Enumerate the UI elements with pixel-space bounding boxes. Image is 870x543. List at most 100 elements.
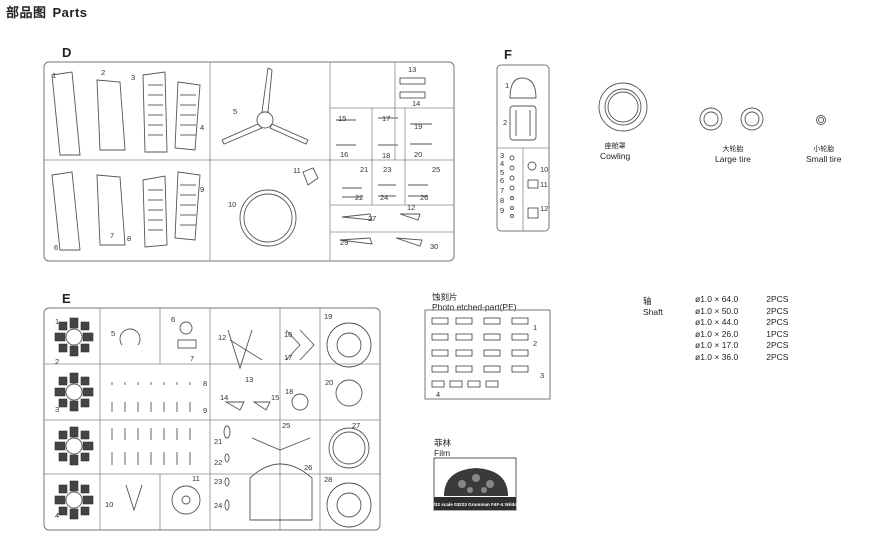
part-number-label: 6 bbox=[54, 243, 58, 252]
part-number-label: 1 bbox=[55, 317, 59, 326]
part-number-label: 7 bbox=[500, 186, 504, 195]
small-tire-label: 小轮胎 Small tire bbox=[806, 146, 842, 164]
sprue-part-shape bbox=[302, 77, 432, 247]
part-number-label: 29 bbox=[340, 238, 348, 247]
sprue-part-shape bbox=[527, 161, 537, 171]
part-number-label: 12 bbox=[407, 203, 415, 212]
sprue-part-shape bbox=[527, 207, 539, 219]
engine-3 bbox=[54, 426, 94, 466]
part-number-label: 2 bbox=[55, 357, 59, 366]
part-number-label: 22 bbox=[214, 458, 222, 467]
sprue-d-ring bbox=[239, 189, 297, 247]
sprue-part-shape bbox=[510, 214, 514, 218]
part-number-label: 4 bbox=[55, 511, 59, 520]
part-number-label: 8 bbox=[127, 234, 131, 243]
sprue-d-frame bbox=[43, 61, 455, 262]
pe-fret-frame bbox=[424, 309, 551, 400]
part-number-label: 24 bbox=[380, 193, 388, 202]
part-number-label: 23 bbox=[383, 165, 391, 174]
part-number-label: 16 bbox=[340, 150, 348, 159]
part-number-label: 16 bbox=[284, 330, 292, 339]
sprue-d-propeller bbox=[221, 67, 309, 145]
part-number-label: 10 bbox=[228, 200, 236, 209]
part-number-label: 18 bbox=[285, 387, 293, 396]
sprue-part-shape bbox=[510, 196, 514, 200]
part-number-label: 5 bbox=[500, 168, 504, 177]
sprue-d-part-6 bbox=[51, 171, 81, 251]
shaft-label: 轴 Shaft bbox=[643, 296, 663, 317]
sprue-part-shape bbox=[509, 175, 515, 181]
part-number-label: 14 bbox=[412, 99, 420, 108]
sprue-part-shape bbox=[818, 117, 824, 123]
part-number-label: 25 bbox=[282, 421, 290, 430]
part-number-label: 14 bbox=[220, 393, 228, 402]
sprue-part-shape bbox=[509, 155, 515, 161]
part-number-label: 28 bbox=[324, 475, 332, 484]
part-number-label: 13 bbox=[408, 65, 416, 74]
sprue-part-shape bbox=[54, 480, 94, 520]
sprue-part-shape bbox=[604, 88, 642, 126]
sprue-e-letter: E bbox=[62, 291, 71, 306]
sprue-part-shape bbox=[431, 317, 529, 388]
small-tire-drawing bbox=[816, 115, 826, 125]
sprue-part-shape bbox=[243, 193, 293, 243]
page-title-cn: 部品图 bbox=[6, 5, 47, 20]
part-number-label: 9 bbox=[200, 185, 204, 194]
part-number-label: 3 bbox=[131, 73, 135, 82]
page-title-en: Parts bbox=[52, 5, 88, 20]
page-title: 部品图 Parts bbox=[6, 2, 88, 21]
part-number-label: 23 bbox=[214, 477, 222, 486]
large-tire-drawing bbox=[699, 107, 764, 131]
sprue-part-shape bbox=[816, 115, 826, 125]
sprue-part-shape bbox=[740, 107, 764, 131]
part-number-label: 5 bbox=[111, 329, 115, 338]
sprue-part-shape bbox=[330, 62, 454, 233]
part-number-label: 10 bbox=[540, 165, 548, 174]
part-number-label: 15 bbox=[271, 393, 279, 402]
engine-2 bbox=[54, 372, 94, 412]
film-title: 菲林 Film bbox=[434, 438, 452, 458]
sprue-part-shape bbox=[509, 185, 515, 191]
sprue-part-shape bbox=[142, 175, 168, 248]
part-number-label: 2 bbox=[503, 118, 507, 127]
sprue-part-shape bbox=[44, 308, 380, 530]
part-number-label: 8 bbox=[203, 379, 207, 388]
part-number-label: 30 bbox=[430, 242, 438, 251]
part-number-label: 20 bbox=[414, 150, 422, 159]
part-number-label: 27 bbox=[352, 421, 360, 430]
sprue-part-shape bbox=[65, 383, 83, 401]
part-number-label: 18 bbox=[382, 151, 390, 160]
part-number-label: 2 bbox=[533, 339, 537, 348]
part-number-label: 10 bbox=[105, 500, 113, 509]
sprue-d-part-2 bbox=[96, 79, 126, 151]
part-number-label: 26 bbox=[420, 193, 428, 202]
part-number-label: 1 bbox=[533, 323, 537, 332]
part-number-label: 25 bbox=[432, 165, 440, 174]
sprue-part-shape bbox=[509, 165, 515, 171]
sprue-part-shape bbox=[510, 206, 514, 210]
part-number-label: 3 bbox=[500, 151, 504, 160]
sprue-part-shape bbox=[65, 328, 83, 346]
part-number-label: 17 bbox=[284, 353, 292, 362]
part-number-label: 3 bbox=[55, 405, 59, 414]
sprue-part-shape bbox=[54, 372, 94, 412]
sprue-f-part-2 bbox=[509, 105, 537, 141]
part-number-label: 11 bbox=[540, 180, 548, 189]
sprue-f-letter: F bbox=[504, 47, 512, 62]
part-number-label: 4 bbox=[500, 159, 504, 168]
sprue-d-part-1 bbox=[51, 71, 81, 156]
sprue-part-shape bbox=[174, 81, 201, 151]
sprue-e-frame bbox=[43, 307, 381, 531]
large-tire-label: 大轮胎 Large tire bbox=[715, 146, 751, 164]
sprue-part-shape bbox=[65, 491, 83, 509]
part-number-label: 21 bbox=[214, 437, 222, 446]
